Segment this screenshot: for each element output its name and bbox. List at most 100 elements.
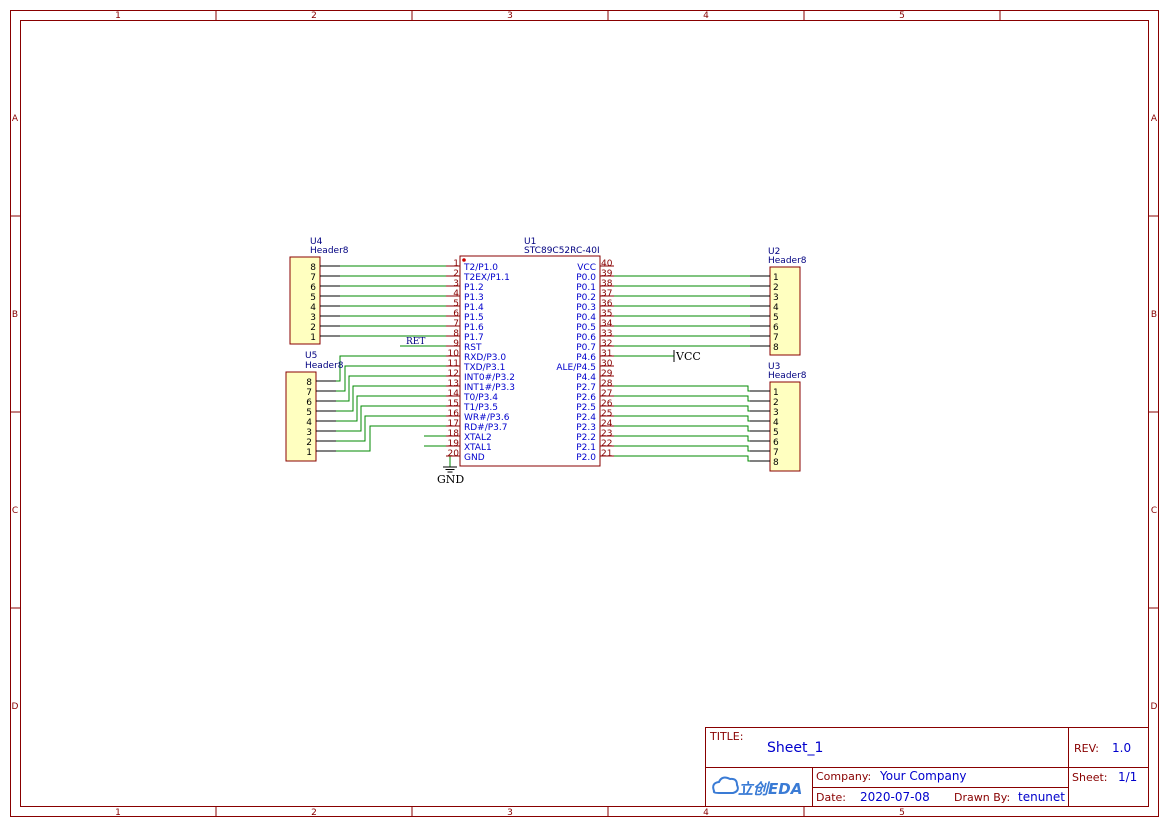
u1-pin-number: 26 [601,399,613,409]
company-value: Your Company [879,769,967,783]
u1-pin-name: P2.7 [576,383,596,393]
u1-pin-number: 19 [448,439,460,449]
lceda-logo: 立创EDA [712,776,802,798]
u1-pin-name: RXD/P3.0 [464,353,506,363]
u1-pin-number: 29 [601,369,613,379]
ruler-column-3: 3 [507,808,513,818]
u1-pin-name: RD#/P3.7 [464,423,508,433]
u1-pin-name: TXD/P3.1 [463,363,505,373]
header-pin-number: 3 [773,293,779,303]
rev-label: REV: [1074,742,1099,755]
u1-pin-number: 18 [448,429,460,439]
u1-pin-name: T1/P3.5 [463,403,498,413]
header-pin-number: 3 [773,408,779,418]
header-pin-number: 6 [310,283,316,293]
u3-part-name: Header8 [768,371,807,381]
u1-pin-number: 12 [448,369,459,379]
u1-part-name: STC89C52RC-40I [524,246,600,256]
u1-pin-number: 9 [453,339,459,349]
u1-pin-name: RST [464,343,482,353]
u1-pin-number: 38 [601,279,613,289]
ruler-row-B: B [1151,310,1157,320]
u2-designator: U2 [768,247,780,257]
u1-pin-number: 14 [448,389,460,399]
u1-pin-name: P2.2 [576,433,596,443]
header-pin-number: 2 [773,283,779,293]
u1-pin-number: 15 [448,399,459,409]
ruler-row-C: C [1151,506,1157,516]
u1-pin-number: 17 [448,419,459,429]
pin1-marker [462,258,466,262]
u1-pin-number: 8 [453,329,459,339]
header-pin-number: 1 [310,333,316,343]
net-label-ret: RET [406,337,425,347]
u1-pin-number: 4 [453,289,459,299]
u2-part-name: Header8 [768,256,807,266]
header-pin-number: 1 [306,448,312,458]
header-pin-number: 7 [310,273,316,283]
u1-pin-number: 30 [601,359,613,369]
sheet-title: Sheet_1 [767,740,823,756]
header-pin-number: 3 [310,313,316,323]
header-pin-number: 3 [306,428,312,438]
u1-pin-name: P2.1 [576,443,596,453]
u1-pin-number: 35 [601,309,612,319]
u1-pin-number: 2 [453,269,459,279]
u1-pin-name: INT0#/P3.2 [464,373,515,383]
u1-pin-name: GND [464,453,485,463]
u1-pin-number: 3 [453,279,459,289]
wires [336,265,750,467]
ruler-row-D: D [1151,702,1158,712]
u1-pin-name: T2EX/P1.1 [463,273,510,283]
u1-pin-number: 1 [453,259,459,269]
header-pin-number: 1 [773,388,779,398]
u1-pin-name: INT1#/P3.3 [464,383,515,393]
header-pin-number: 4 [310,303,316,313]
header-pin-number: 7 [773,333,779,343]
u1-right-pins: 40VCC39P0.038P0.137P0.236P0.335P0.434P0.… [556,259,614,463]
ruler-column-5: 5 [899,11,905,21]
u1-pin-name: P0.2 [576,293,596,303]
u1-pin-name: ALE/P4.5 [556,363,596,373]
ruler-column-4: 4 [703,808,709,818]
header-pin-number: 7 [306,388,312,398]
u1-pin-name: P1.5 [464,313,484,323]
u1-pin-number: 37 [601,289,612,299]
sheet-value: 1/1 [1118,770,1137,784]
u1-pin-name: P1.4 [464,303,484,313]
drawn-by-value: tenunet [1018,790,1065,804]
header-pin-number: 1 [773,273,779,283]
header-pin-number: 4 [773,418,779,428]
u1-pin-name: P0.6 [576,333,596,343]
vcc-label: VCC [675,350,701,363]
header-pin-number: 5 [773,313,779,323]
header-pin-number: 8 [773,458,779,468]
ruler-row-A: A [1151,114,1158,124]
u1-pin-name: P1.3 [464,293,484,303]
header-pin-number: 8 [306,378,312,388]
u1-pin-number: 24 [601,419,613,429]
u1-pin-name: P0.3 [576,303,596,313]
u1-pin-number: 22 [601,439,612,449]
outer-border [10,10,1159,817]
u1-pin-name: VCC [577,263,596,273]
header-pin-number: 6 [773,323,779,333]
header-pin-number: 4 [306,418,312,428]
u1-pin-number: 5 [453,299,459,309]
header-pin-number: 8 [310,263,316,273]
title-block: TITLE: Sheet_1 REV: 1.0 Company: Your Co… [705,727,1149,807]
vcc-power-symbol: VCC [673,350,701,363]
inner-border [20,20,1149,807]
u1-pin-number: 10 [448,349,460,359]
